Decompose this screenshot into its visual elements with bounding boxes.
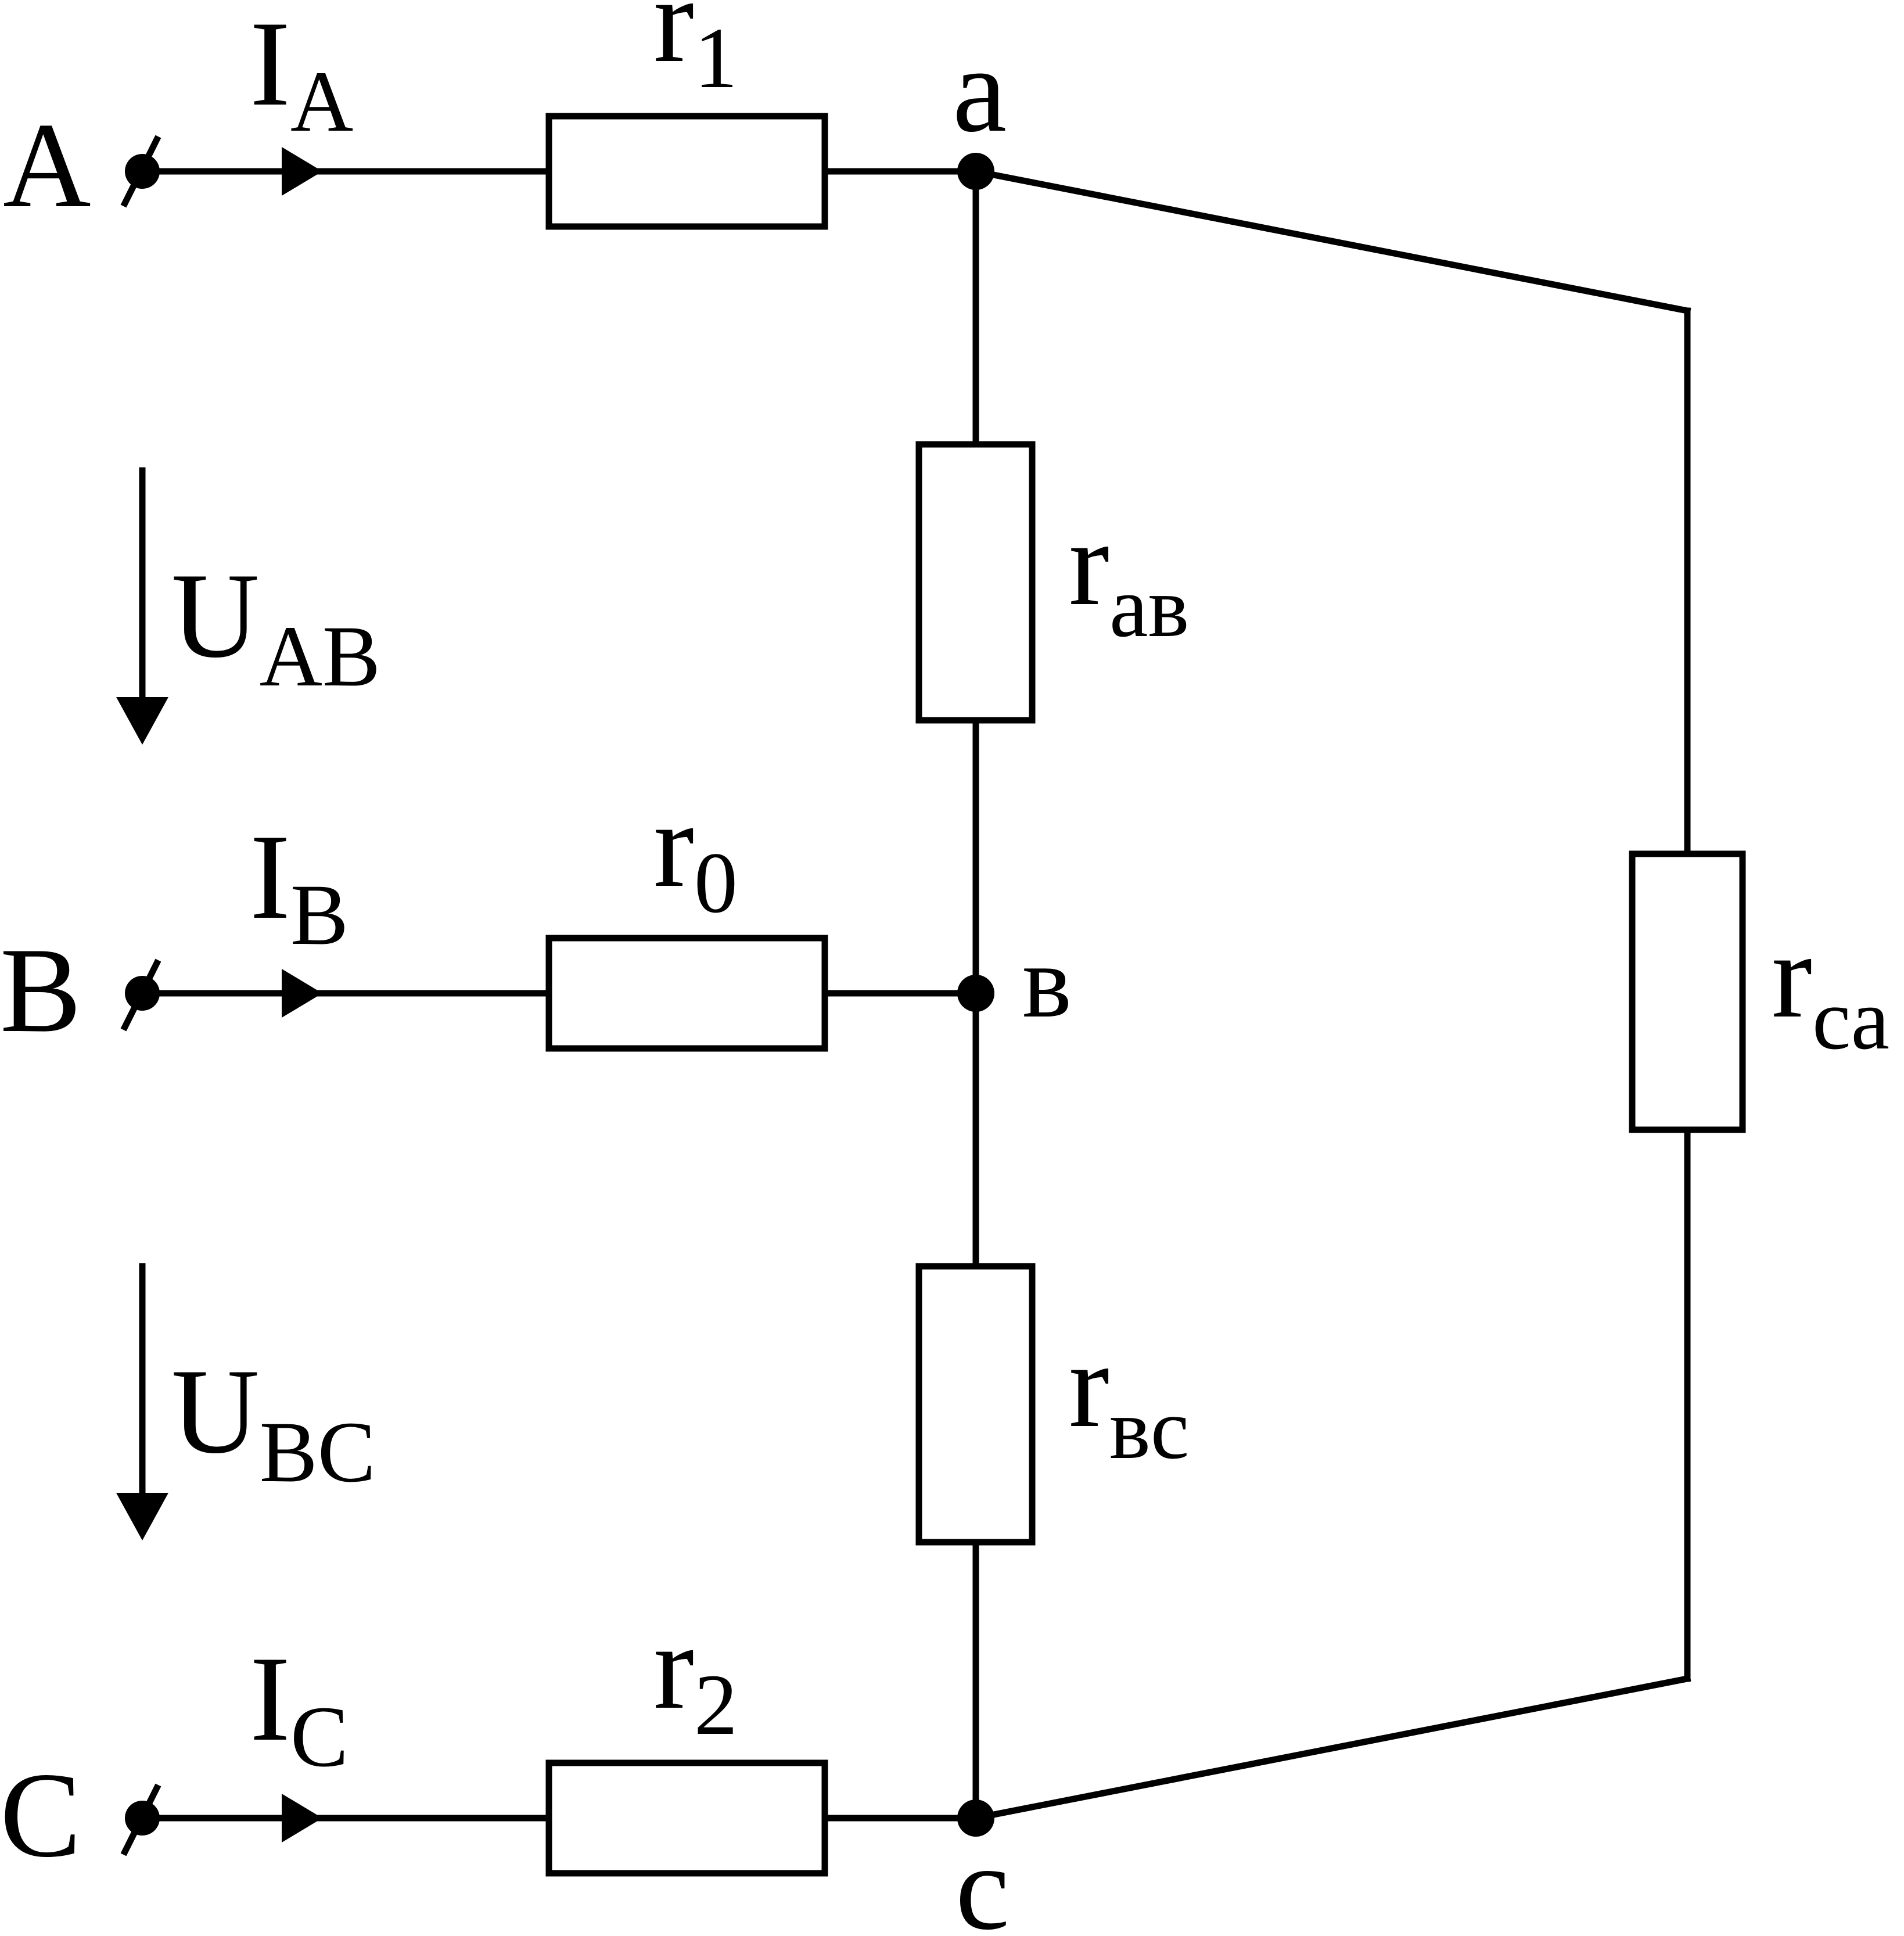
resistor-rab-label: raв <box>1069 496 1189 655</box>
current-c-arrow <box>282 1794 322 1842</box>
voltage-bc-arrowhead <box>116 1493 168 1540</box>
terminal-c-label: C <box>0 1748 81 1883</box>
voltage-bc-label: UBC <box>171 1344 376 1500</box>
resistor-r1-subscript: 1 <box>694 10 738 106</box>
current-a-symbol: I <box>250 0 290 131</box>
resistor-rab-symbol: r <box>1069 496 1109 631</box>
vertical-branch <box>915 168 1036 1822</box>
wire-c-diagonal <box>972 1675 1691 1822</box>
current-c-label: IC <box>250 1632 349 1785</box>
current-b-symbol: I <box>250 810 290 944</box>
current-a-subscript: A <box>290 53 353 150</box>
line-a <box>120 113 994 230</box>
line-c <box>120 1759 994 1877</box>
resistor-r0-label: r0 <box>653 778 738 931</box>
resistor-r1-label: r1 <box>653 0 738 106</box>
voltage-ab-label: UAB <box>171 548 380 705</box>
voltage-bc-symbol: U <box>171 1344 260 1479</box>
resistor-r2-label: r2 <box>653 1600 738 1753</box>
resistor-rca <box>1629 850 1746 1133</box>
resistor-rbc-subscript: вc <box>1109 1381 1189 1477</box>
resistor-rab-subscript: aв <box>1109 559 1189 655</box>
resistor-rca-symbol: r <box>1772 908 1812 1043</box>
outer-branch <box>972 167 1746 1822</box>
node-c-label: c <box>955 1820 1010 1936</box>
resistor-rca-label: rca <box>1772 908 1889 1068</box>
current-a-arrow <box>282 147 322 196</box>
line-b <box>120 935 994 1052</box>
voltage-ab-symbol: U <box>171 548 260 683</box>
resistor-r1-symbol: r <box>653 0 694 88</box>
resistor-r0-subscript: 0 <box>694 835 738 931</box>
voltage-bc-subscript: BC <box>260 1404 376 1500</box>
resistor-rbc <box>915 1263 1036 1546</box>
current-c-symbol: I <box>250 1632 290 1766</box>
node-b-label: в <box>1022 924 1072 1039</box>
resistor-r0 <box>545 935 828 1052</box>
resistor-r2-symbol: r <box>653 1600 694 1734</box>
terminal-b-label: B <box>0 923 81 1058</box>
resistor-rca-subscript: ca <box>1812 971 1889 1068</box>
node-a-label: a <box>953 23 1007 157</box>
current-b-arrow <box>282 969 322 1018</box>
current-a-label: IA <box>250 0 353 150</box>
current-b-label: IB <box>250 810 349 963</box>
resistor-r2 <box>545 1759 828 1877</box>
current-c-subscript: C <box>290 1689 349 1785</box>
resistor-r1 <box>545 113 828 230</box>
resistor-r0-symbol: r <box>653 778 694 913</box>
resistor-r2-subscript: 2 <box>694 1657 738 1753</box>
voltage-ab-subscript: AB <box>260 608 380 705</box>
voltage-arrows <box>116 467 168 1540</box>
wire-a-diagonal <box>972 167 1691 315</box>
voltage-ab-arrowhead <box>116 697 168 745</box>
terminal-a-label: A <box>3 98 91 233</box>
resistor-rbc-symbol: r <box>1069 1318 1109 1453</box>
resistor-rab <box>915 441 1036 724</box>
resistor-rbc-label: rвc <box>1069 1318 1189 1477</box>
current-b-subscript: B <box>290 867 349 963</box>
